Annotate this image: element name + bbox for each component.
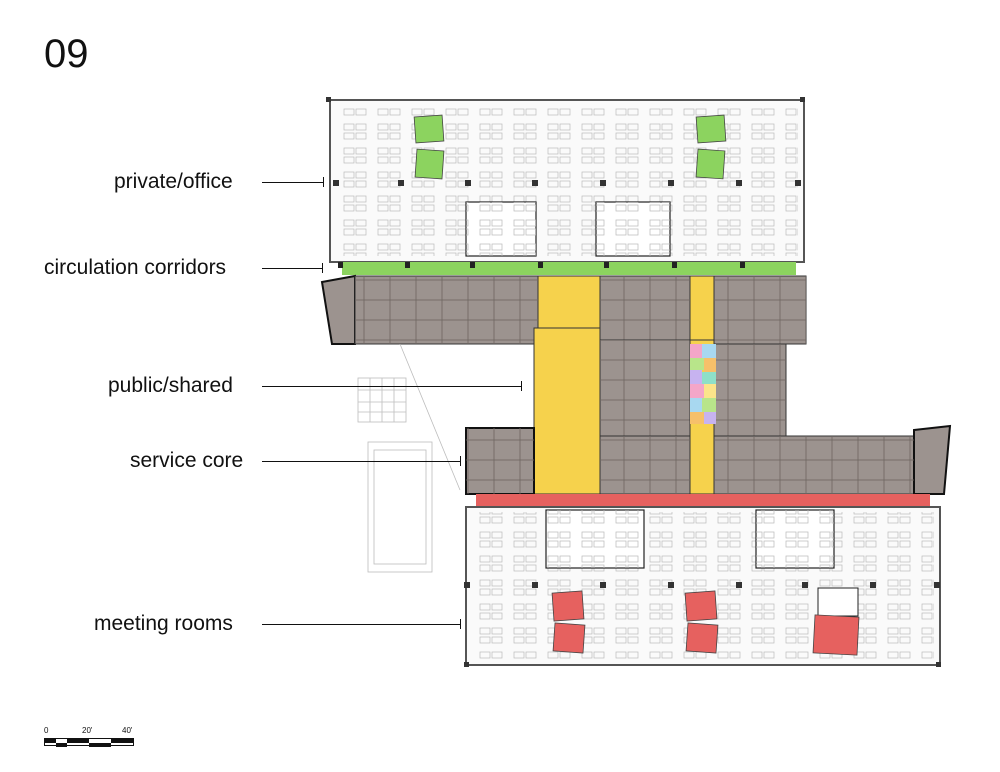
label-public-shared: public/shared [108, 374, 233, 397]
label-service-core: service core [130, 449, 244, 472]
upper-service-core [320, 274, 807, 345]
colorful-lounge [690, 344, 716, 424]
label-circulation-corridors: circulation corridors [44, 256, 227, 279]
scale-tick-40: 40' [122, 726, 133, 735]
label-private-office: private/office [114, 170, 233, 193]
lower-service-core [465, 424, 952, 495]
green-corridor [342, 262, 796, 275]
red-corridor [476, 494, 930, 507]
red-meeting-rooms [551, 587, 860, 656]
leader-private-office [262, 177, 324, 187]
leader-circulation-corridors [262, 263, 323, 273]
scale-tick-20: 20' [82, 726, 93, 735]
green-meeting-rooms [413, 114, 727, 180]
outline-structures [357, 343, 461, 573]
label-meeting-rooms: meeting rooms [94, 612, 233, 635]
top-office-wing [326, 97, 805, 263]
bottom-office-wing [464, 506, 941, 667]
scale-bar-graphic [44, 738, 134, 747]
leader-service-core [262, 456, 461, 466]
page-number: 09 [44, 32, 89, 76]
central-core [533, 327, 787, 495]
leader-meeting-rooms [262, 619, 461, 629]
leader-public-shared [262, 381, 522, 391]
scale-bar: 0 20' 40' [44, 726, 174, 756]
scale-tick-0: 0 [44, 726, 49, 735]
